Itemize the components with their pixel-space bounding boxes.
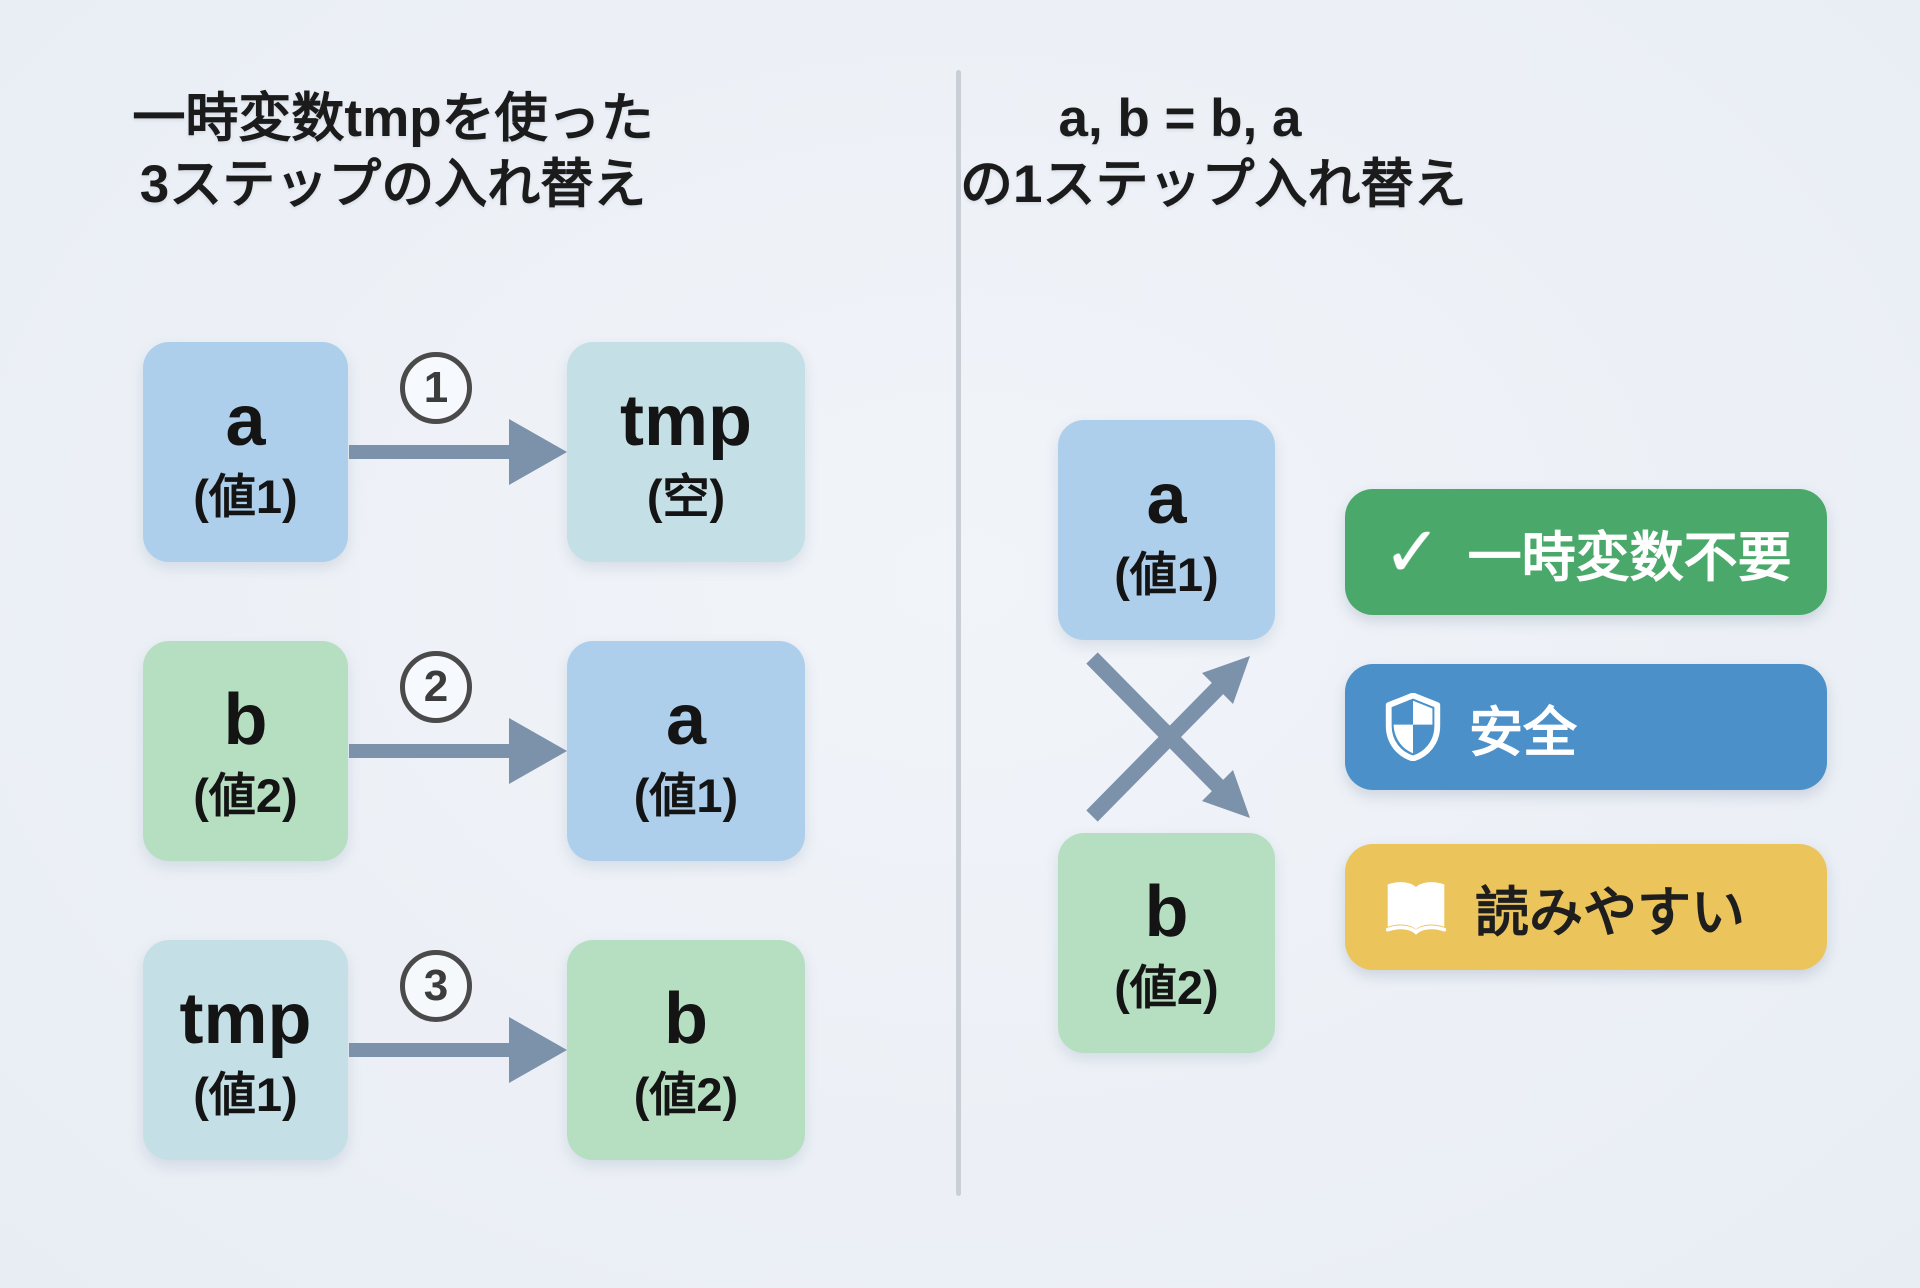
box-sub: (値1) [633, 768, 739, 822]
box-sub: (値2) [633, 1067, 739, 1121]
step-row-3: tmp (値1) 3 b (値2) [143, 940, 805, 1160]
left-panel-title: 一時変数tmpを使った 3ステップの入れ替え [0, 86, 786, 218]
shield-icon [1385, 693, 1441, 761]
source-box-b: b (値2) [143, 641, 348, 861]
box-label: tmp [179, 978, 312, 1059]
box-label: a [1146, 458, 1187, 539]
right-title-line2: の1ステップ入れ替え [960, 155, 1467, 214]
box-sub: (値2) [193, 768, 298, 822]
arrow-right-icon [349, 1017, 567, 1083]
badge-safe: 安全 [1345, 664, 1827, 790]
step-row-2: b (値2) 2 a (値1) [143, 641, 805, 861]
box-label: a [225, 380, 266, 461]
step-number: 3 [423, 961, 449, 1010]
box-label: tmp [620, 380, 752, 461]
step-number-circle: 1 [400, 352, 472, 424]
badge-label: 読みやすい [1475, 882, 1745, 943]
swap-cross-arrows-icon [1086, 652, 1250, 822]
book-icon [1385, 882, 1447, 935]
target-box-a: a (値1) [567, 641, 805, 861]
box-label: b [1144, 871, 1189, 952]
box-sub: (値1) [193, 1067, 298, 1121]
arrow-right-icon [349, 718, 567, 784]
panel-divider [956, 70, 961, 1196]
badge-label: 安全 [1469, 702, 1577, 763]
box-sub: (値2) [1114, 960, 1219, 1014]
left-title-line1: 一時変数tmpを使った [132, 89, 654, 148]
target-box-b: b (値2) [567, 940, 805, 1160]
step-number-circle: 2 [400, 651, 472, 723]
check-icon: ✓ [1383, 513, 1442, 591]
right-box-a: a (値1) [1058, 420, 1275, 640]
arrow-right-icon [349, 419, 567, 485]
badge-readable: 読みやすい [1345, 844, 1827, 970]
box-label: b [664, 978, 708, 1059]
box-sub: (空) [646, 469, 726, 523]
box-sub: (値1) [193, 469, 298, 523]
badge-label: 一時変数不要 [1467, 527, 1792, 588]
box-sub: (値1) [1114, 547, 1219, 601]
right-box-b: b (値2) [1058, 833, 1275, 1053]
step-number: 1 [423, 363, 449, 412]
box-label: a [665, 679, 707, 760]
box-label: b [223, 679, 268, 760]
step-row-1: a (値1) 1 tmp (空) [143, 342, 805, 562]
right-panel-title: a, b = b, a の1ステップ入れ替え [960, 86, 1467, 218]
source-box-tmp: tmp (値1) [143, 940, 348, 1160]
target-box-tmp: tmp (空) [567, 342, 805, 562]
right-title-line1: a, b = b, a [1058, 89, 1302, 148]
left-title-line2: 3ステップの入れ替え [139, 155, 647, 214]
badge-no-temp-variable: ✓ 一時変数不要 [1345, 489, 1827, 615]
source-box-a: a (値1) [143, 342, 348, 562]
step-number-circle: 3 [400, 950, 472, 1022]
step-number: 2 [423, 662, 449, 711]
